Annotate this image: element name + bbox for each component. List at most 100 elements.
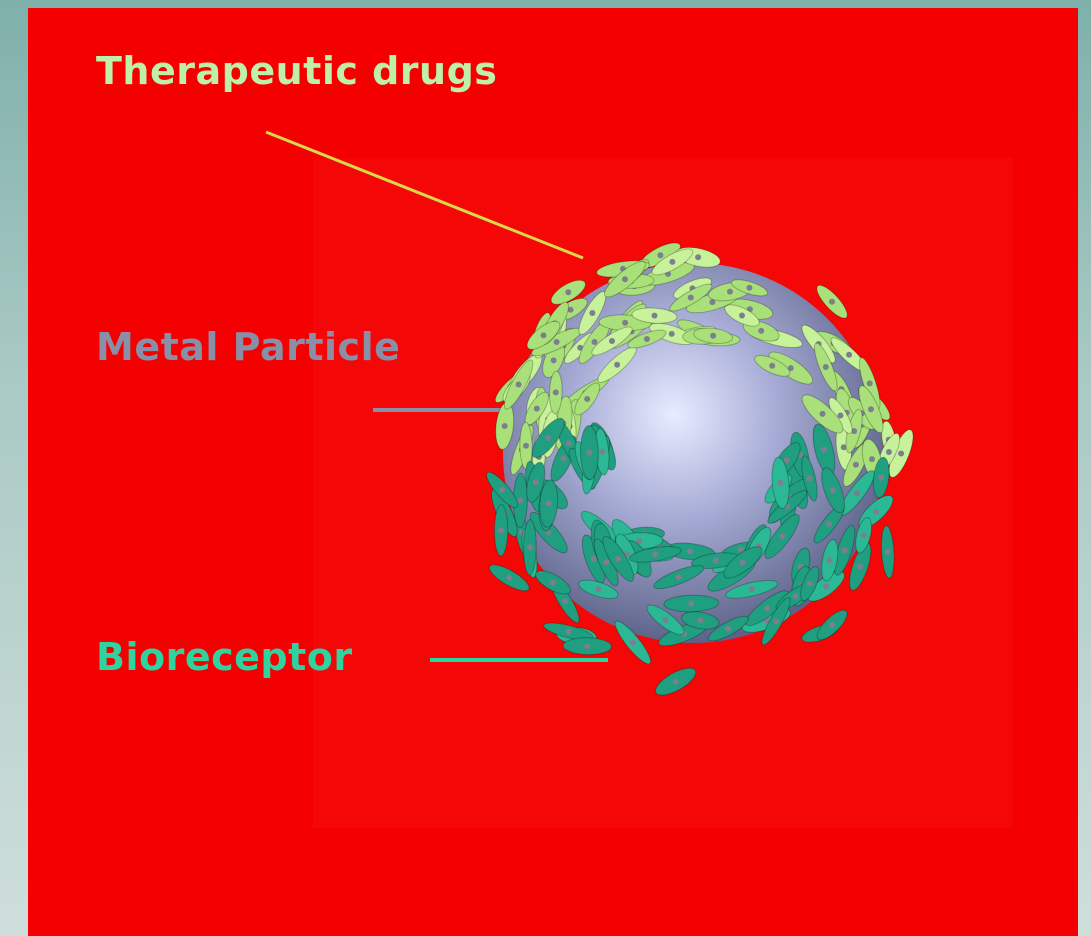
linker-dot <box>532 479 539 486</box>
metal-particle-label: Metal Particle <box>96 325 401 369</box>
linker-dot <box>851 428 858 435</box>
linker-dot <box>526 544 533 551</box>
linker-dot <box>545 434 552 441</box>
linker-dot <box>595 586 602 593</box>
linker-dot <box>562 598 569 605</box>
bioreceptor-label: Bioreceptor <box>96 635 353 679</box>
linker-dot <box>773 618 780 625</box>
linker-dot <box>622 319 629 326</box>
linker-dot <box>898 450 905 457</box>
linker-dot <box>687 548 694 555</box>
linker-dot <box>540 332 547 339</box>
linker-dot <box>622 276 628 283</box>
linker-dot <box>710 332 717 339</box>
linker-dot <box>840 444 847 451</box>
linker-dot <box>746 284 753 291</box>
linker-dot <box>662 616 669 623</box>
nanoparticle-diagram <box>265 130 914 696</box>
linker-dot <box>629 639 636 646</box>
linker-dot <box>603 559 610 566</box>
linker-dot <box>517 497 524 504</box>
linker-dot <box>779 533 786 540</box>
linker-dot <box>550 579 556 586</box>
linker-dot <box>688 600 695 607</box>
linker-dot <box>792 593 799 600</box>
linker-dot <box>885 449 892 455</box>
linker-dot <box>821 446 827 453</box>
therapeutic-drugs-label: Therapeutic drugs <box>96 49 498 93</box>
linker-dot <box>565 289 572 296</box>
linker-dot <box>830 487 836 494</box>
linker-dot <box>860 532 867 539</box>
linker-dot <box>727 288 733 295</box>
linker-dot <box>822 364 829 370</box>
linker-dot <box>668 330 675 337</box>
linker-dot <box>533 405 540 412</box>
linker-dot <box>737 546 744 553</box>
linker-dot <box>783 457 790 464</box>
linker-dot <box>697 617 704 624</box>
linker-dot <box>545 529 552 536</box>
linker-dot <box>837 412 844 419</box>
linker-dot <box>499 486 506 493</box>
linker-dot <box>560 455 567 462</box>
linker-dot <box>589 310 596 316</box>
linker-dot <box>586 449 593 456</box>
linker-dot <box>695 254 702 261</box>
linker-dot <box>584 643 591 650</box>
linker-dot <box>515 381 522 388</box>
linker-dot <box>615 555 622 562</box>
linker-dot <box>523 442 529 449</box>
linker-dot <box>819 410 826 417</box>
linker-dot <box>872 508 879 515</box>
linker-dot <box>739 312 745 319</box>
linker-dot <box>675 574 682 581</box>
linker-dot <box>846 351 853 358</box>
linker-dot <box>806 475 813 482</box>
linker-dot <box>852 461 859 468</box>
linker-dot <box>709 299 716 306</box>
linker-dot <box>498 527 505 534</box>
linker-dot <box>614 361 621 368</box>
linker-dot <box>651 312 658 319</box>
diagram-panel: Therapeutic drugs Metal Particle Biorece… <box>28 8 1078 936</box>
linker-dot <box>739 559 746 566</box>
linker-dot <box>672 678 679 685</box>
linker-dot <box>609 338 615 344</box>
linker-dot <box>866 380 873 387</box>
linker-dot <box>545 500 552 507</box>
linker-dot <box>553 339 560 345</box>
linker-dot <box>599 448 605 455</box>
linker-dot <box>769 362 776 369</box>
linker-dot <box>829 298 835 305</box>
linker-dot <box>636 538 642 544</box>
linker-dot <box>758 327 765 334</box>
linker-dot <box>687 294 694 301</box>
linker-dot <box>826 521 833 527</box>
linker-dot <box>857 563 864 570</box>
linker-dot <box>669 258 676 265</box>
linker-dot <box>826 557 833 564</box>
linker-dot <box>868 406 874 413</box>
linker-dot <box>712 557 719 564</box>
linker-dot <box>777 479 784 486</box>
bioreceptor-molecules <box>486 417 895 696</box>
linker-dot <box>748 586 755 593</box>
linker-dot <box>591 339 598 345</box>
linker-dot <box>829 622 836 628</box>
linker-dot <box>643 336 650 342</box>
linker-dot <box>884 548 891 555</box>
linker-dot <box>590 555 597 562</box>
linker-dot <box>806 580 813 587</box>
linker-dot <box>577 344 584 351</box>
linker-dot <box>652 551 659 558</box>
linker-dot <box>854 490 860 497</box>
linker-dot <box>567 306 574 313</box>
linker-dot <box>550 357 557 364</box>
linker-dot <box>823 583 830 590</box>
linker-dot <box>565 628 572 635</box>
linker-dot <box>869 456 875 463</box>
linker-dot <box>506 574 513 581</box>
linker-dot <box>787 365 794 372</box>
linker-dot <box>501 423 508 429</box>
